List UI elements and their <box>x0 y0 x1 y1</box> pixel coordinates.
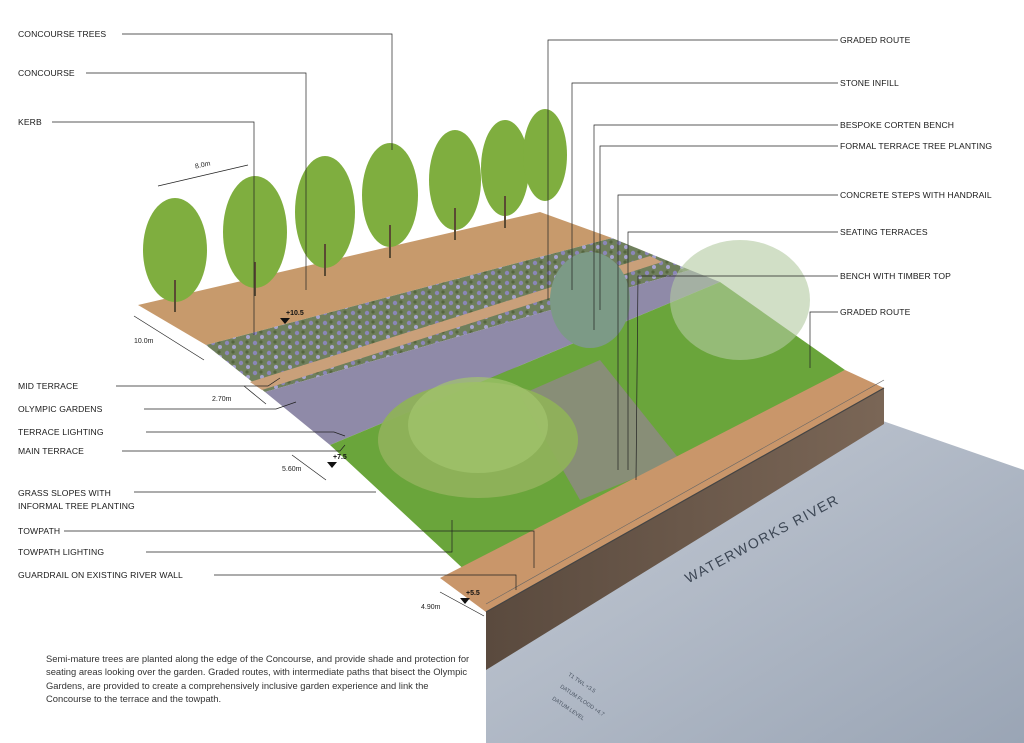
label-grass-slopes: GRASS SLOPES WITH <box>18 488 111 498</box>
willow-tree-back <box>670 240 810 360</box>
leader-lines-right <box>547 39 838 481</box>
label-guardrail: GUARDRAIL ON EXISTING RIVER WALL <box>18 570 183 580</box>
label-concrete-steps: CONCRETE STEPS WITH HANDRAIL <box>840 190 992 200</box>
label-informal-tree-planting: INFORMAL TREE PLANTING <box>18 501 135 511</box>
label-graded-route-top: GRADED ROUTE <box>840 35 911 45</box>
dimension-10m: 10.0m <box>134 338 154 345</box>
leader-lines-left <box>52 33 535 590</box>
level-5-5: +5.5 <box>466 590 480 597</box>
label-corten-bench: BESPOKE CORTEN BENCH <box>840 120 955 130</box>
river-wall <box>486 388 884 670</box>
dimension-2-70m: 2.70m <box>212 396 232 403</box>
label-kerb: KERB <box>18 117 42 127</box>
label-graded-route-bottom: GRADED ROUTE <box>840 307 911 317</box>
label-concourse: CONCOURSE <box>18 68 75 78</box>
concourse-trees-group <box>143 109 567 302</box>
label-towpath-lighting: TOWPATH LIGHTING <box>18 547 105 557</box>
label-stone-infill: STONE INFILL <box>840 78 899 88</box>
level-triangles <box>280 318 470 604</box>
towpath-strip <box>440 370 884 612</box>
level-10-5: +10.5 <box>286 310 304 317</box>
diagram-caption: Semi-mature trees are planted along the … <box>46 653 470 705</box>
guardrail-line <box>485 387 885 613</box>
level-7-5: +7.5 <box>333 454 347 461</box>
label-main-terrace: MAIN TERRACE <box>18 446 84 456</box>
dimension-5-60m: 5.60m <box>282 466 302 473</box>
label-seating-terraces: SEATING TERRACES <box>840 227 928 237</box>
concourse-strip <box>138 212 612 345</box>
label-olympic-gardens: OLYMPIC GARDENS <box>18 404 103 414</box>
dimension-4-90m: 4.90m <box>421 604 441 611</box>
label-mid-terrace: MID TERRACE <box>18 381 79 391</box>
label-towpath: TOWPATH <box>18 526 61 536</box>
river-surface <box>486 420 1024 743</box>
label-concourse-trees: CONCOURSE TREES <box>18 29 107 39</box>
label-formal-terrace: FORMAL TERRACE TREE PLANTING <box>840 141 993 151</box>
label-timber-bench: BENCH WITH TIMBER TOP <box>840 271 951 281</box>
label-terrace-lighting: TERRACE LIGHTING <box>18 427 104 437</box>
formal-terrace-tree <box>550 252 630 348</box>
dimension-lines <box>133 164 485 617</box>
